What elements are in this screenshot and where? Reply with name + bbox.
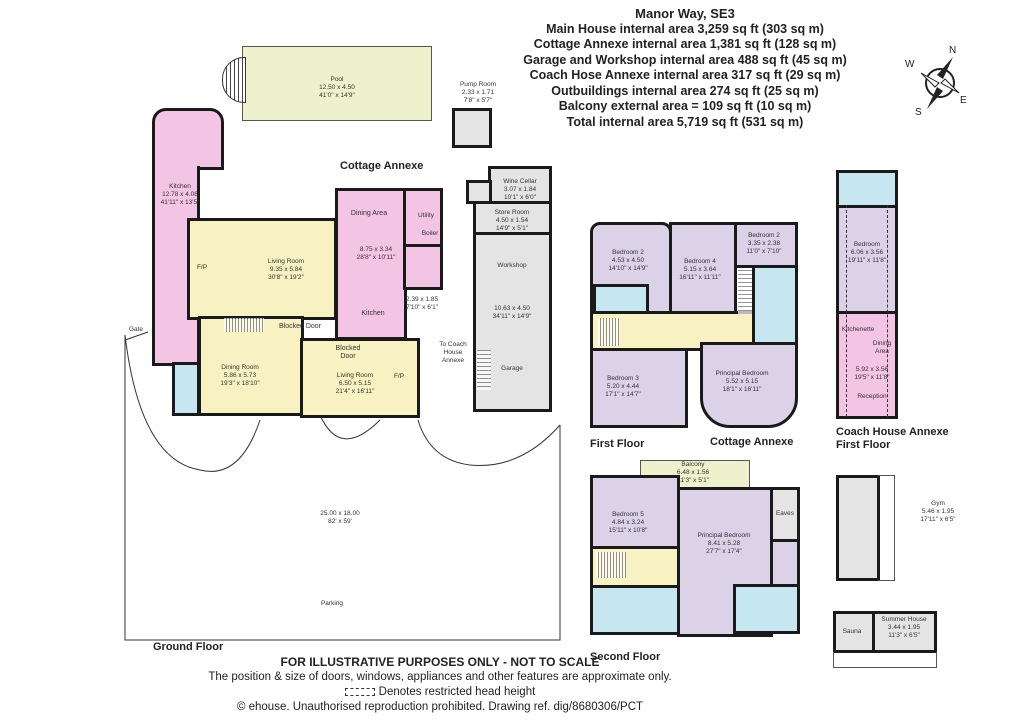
restricted-head-height [846, 205, 888, 417]
kitchen-top [152, 108, 224, 170]
wc-outbuilding [466, 180, 492, 204]
en-suite-2 [733, 584, 800, 634]
gate-label: Gate [128, 326, 144, 333]
compass-w: W [905, 59, 915, 70]
copyright: © ehouse. Unauthorised reproduction proh… [236, 701, 644, 713]
to-coach-house-label: To Coach House Annexe [439, 341, 467, 364]
wc [172, 362, 200, 416]
bathroom [752, 265, 798, 345]
pump-room [452, 108, 492, 148]
summer-house [833, 611, 937, 653]
compass-n: N [949, 45, 957, 56]
garage-label: Garage [501, 365, 523, 372]
cottage-dining-kitchen [335, 188, 407, 340]
kitchenette-label: Kitchenette [841, 326, 875, 333]
fireplace-label: F/P [393, 373, 405, 380]
eaves-label: Eaves [775, 510, 795, 517]
en-suite [593, 284, 649, 314]
coach-shower-room [836, 170, 898, 208]
restricted-head-height [878, 475, 895, 581]
area-line: Total internal area 5,719 sq ft (531 sq … [566, 114, 804, 129]
stairs [224, 318, 264, 332]
area-line: Outbuildings internal area 274 sq ft (25… [551, 83, 819, 98]
bedroom-3 [590, 348, 688, 428]
coach-house-label: Coach House Annexe [836, 426, 949, 438]
pool [242, 46, 432, 121]
utility-label: Utility [418, 212, 434, 219]
area-line: Garage and Workshop internal area 488 sq… [523, 52, 847, 67]
sauna-label: Sauna [842, 628, 862, 635]
second-floor-label: Second Floor [590, 651, 661, 663]
dashed-line-icon [344, 687, 375, 696]
ground-floor-label: Ground Floor [153, 641, 224, 653]
cottage-kitchen-label: Kitchen [361, 310, 385, 317]
cottage-hall [403, 244, 443, 290]
workshop-label: Workshop [497, 262, 527, 269]
stairs [738, 270, 752, 314]
bedroom-4 [669, 222, 737, 314]
compass-icon: N E S W [905, 45, 975, 120]
legend: Denotes restricted head height [150, 685, 730, 700]
sauna-divider [872, 614, 875, 650]
cottage-annexe-first-label: Cottage Annexe [710, 436, 794, 448]
cottage-annexe-label: Cottage Annexe [340, 160, 424, 172]
title-block: Manor Way, SE3 Main House internal area … [520, 6, 850, 130]
bedroom-5 [590, 475, 680, 549]
family-bathroom [590, 585, 680, 635]
area-line: Balcony external area = 109 sq ft (10 sq… [558, 99, 812, 113]
footer: FOR ILLUSTRATIVE PURPOSES ONLY - NOT TO … [150, 655, 730, 715]
boiler-label: Boiler [421, 230, 439, 237]
dining-area-label: Dining Area [350, 210, 388, 217]
area-line: Cottage Annexe internal area 1,381 sq ft… [533, 37, 837, 51]
legend-text: Denotes restricted head height [378, 686, 536, 698]
principal-bedroom [700, 342, 798, 428]
stairs [596, 552, 626, 578]
stairs [477, 350, 491, 390]
fireplace-label: F/P [196, 264, 208, 271]
first-floor-label: First Floor [590, 438, 645, 450]
reception-label: Reception [857, 393, 887, 400]
gym [836, 475, 880, 581]
blocked-door-label: Blocked Door [335, 345, 361, 361]
area-line: Coach Hose Annexe internal area 317 sq f… [529, 68, 841, 82]
area-line: Main House internal area 3,259 sq ft (30… [546, 21, 824, 36]
stairs [598, 318, 620, 346]
parking-label: Parking [320, 600, 344, 607]
coach-first-floor-label: First Floor [836, 439, 891, 451]
deck-outline [833, 652, 937, 668]
address-title: Manor Way, SE3 [635, 6, 735, 21]
compass-s: S [915, 107, 922, 118]
note: The position & size of doors, windows, a… [208, 671, 672, 683]
disclaimer: FOR ILLUSTRATIVE PURPOSES ONLY - NOT TO … [280, 655, 600, 669]
living-room [187, 218, 337, 320]
compass-e: E [960, 95, 967, 106]
blocked-door-label: Blocked Door [278, 323, 322, 330]
dressing-room [770, 539, 800, 587]
coach-dining-label: Dining Area [872, 340, 892, 355]
